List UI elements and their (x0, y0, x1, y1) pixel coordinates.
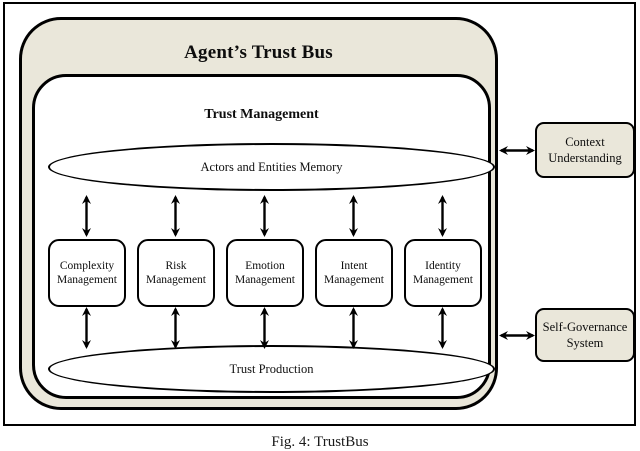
double-arrow-identity-production-icon (436, 305, 449, 351)
self-governance-label-line2: System (566, 336, 604, 350)
module-label-line2: Management (145, 274, 207, 286)
context-understanding-label-line1: Context (565, 134, 605, 149)
double-arrow-emotion-production-icon (258, 305, 271, 351)
module-label-line2: Management (412, 274, 474, 286)
trust-management-title: Trust Management (204, 107, 319, 122)
self-governance-label-line1: Self-Governance (542, 319, 628, 334)
module-box-complexity-management[interactable]: Complexity Management (48, 239, 126, 307)
module-box-intent-management[interactable]: Intent Management (315, 239, 393, 307)
figure-caption: Fig. 4: TrustBus (271, 434, 369, 450)
module-box-identity-management[interactable]: Identity Management (404, 239, 482, 307)
module-label-line1: Risk (165, 259, 187, 272)
module-label-line2: Management (234, 274, 296, 286)
module-label-line1: Complexity (59, 259, 115, 272)
module-box-risk-management[interactable]: Risk Management (137, 239, 215, 307)
double-arrow-bus-context-icon (497, 144, 537, 157)
trust-production-label: Trust Production (229, 361, 314, 376)
figure-frame: Agent’s Trust Bus Trust Management Actor… (3, 2, 636, 426)
module-label-line1: Emotion (245, 259, 285, 272)
double-arrow-memory-intent-icon (347, 193, 360, 239)
double-arrow-bus-governance-icon (497, 329, 537, 342)
actors-and-entities-memory-label: Actors and Entities Memory (200, 159, 343, 174)
double-arrow-risk-production-icon (169, 305, 182, 351)
double-arrow-memory-emotion-icon (258, 193, 271, 239)
module-label-line2: Management (323, 274, 385, 286)
module-box-emotion-management[interactable]: Emotion Management (226, 239, 304, 307)
double-arrow-memory-identity-icon (436, 193, 449, 239)
module-label-line1: Intent (340, 259, 368, 272)
trust-production-oval: Trust Production (48, 345, 495, 393)
self-governance-system-box[interactable]: Self-Governance System (535, 308, 635, 362)
double-arrow-memory-risk-icon (169, 193, 182, 239)
context-understanding-label-line2: Understanding (548, 151, 622, 165)
module-label-line1: Identity (425, 259, 461, 272)
agents-trust-bus-title: Agent’s Trust Bus (184, 42, 333, 63)
trust-management-panel: Trust Management Actors and Entities Mem… (32, 74, 495, 399)
double-arrow-complexity-production-icon (80, 305, 93, 351)
double-arrow-intent-production-icon (347, 305, 360, 351)
module-label-line2: Management (56, 274, 118, 286)
double-arrow-memory-complexity-icon (80, 193, 93, 239)
context-understanding-box[interactable]: Context Understanding (535, 122, 635, 178)
actors-and-entities-memory-oval: Actors and Entities Memory (48, 143, 495, 191)
agents-trust-bus-container: Agent’s Trust Bus Trust Management Actor… (19, 17, 498, 410)
